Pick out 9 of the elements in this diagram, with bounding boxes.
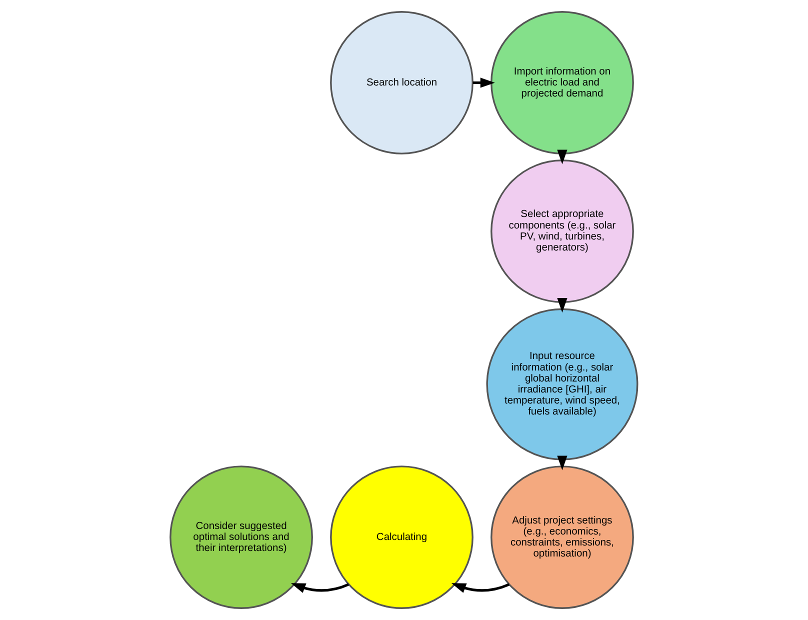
arrow	[290, 583, 350, 593]
arrow	[451, 583, 510, 593]
node-circle: Calculating	[330, 466, 474, 609]
node-circle: Consider suggested optimal solutions and their interpretations)	[170, 466, 313, 609]
arrow	[557, 456, 568, 470]
arrow	[557, 298, 568, 313]
arrow	[557, 150, 568, 164]
node-circle: Search location	[330, 11, 474, 154]
node-circle: Adjust project settings (e.g., economics, constraints, emissions, optimisation)	[490, 466, 634, 609]
